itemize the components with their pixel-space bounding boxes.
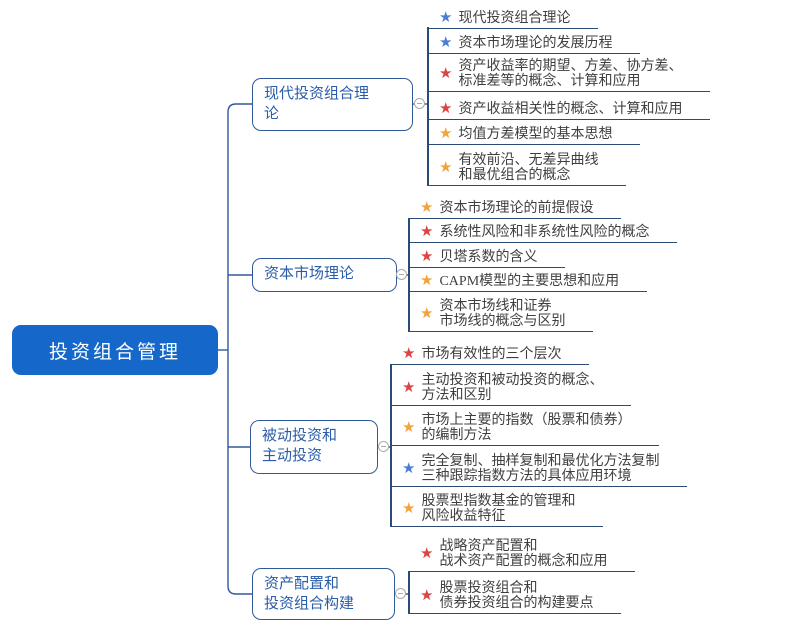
leaf-text: 有效前沿、无差异曲线	[458, 153, 599, 168]
star-icon: ★	[402, 379, 416, 396]
leaf-item[interactable]: ★ 股票投资组合和债券投资组合的构建要点	[408, 580, 622, 614]
leaf-item[interactable]: ★ 资产收益率的期望、方差、协方差、标准差等的概念、计算和应用	[427, 58, 711, 92]
leaf-text: 资产收益相关性的概念、计算和应用	[458, 102, 683, 117]
collapse-icon[interactable]	[396, 269, 407, 280]
collapse-icon[interactable]	[414, 98, 425, 109]
star-icon: ★	[402, 346, 416, 362]
leaf-item[interactable]: ★ 系统性风险和非系统性风险的概念	[408, 224, 678, 243]
star-icon: ★	[420, 545, 434, 562]
star-icon: ★	[420, 224, 434, 240]
leaf-text: 股票型指数基金的管理和	[421, 494, 576, 509]
star-icon: ★	[420, 200, 434, 216]
leaf-item[interactable]: ★ 均值方差模型的基本思想	[427, 126, 641, 145]
star-icon: ★	[402, 460, 416, 477]
star-icon: ★	[420, 249, 434, 265]
leaf-item[interactable]: ★ 资本市场理论的发展历程	[427, 35, 641, 54]
branch-label-line: 资本市场理论	[264, 266, 355, 282]
branch-node-asset-allocation-portfolio-construction[interactable]: 资产配置和 投资组合构建	[252, 568, 395, 620]
leaf-text: 均值方差模型的基本思想	[458, 127, 613, 142]
leaf-spine	[408, 218, 410, 331]
collapse-icon[interactable]	[395, 588, 406, 599]
leaf-spine	[427, 27, 429, 186]
leaf-item[interactable]: ★ 资产收益相关性的概念、计算和应用	[427, 101, 711, 120]
root-node[interactable]: 投资组合管理	[12, 325, 218, 375]
leaf-item[interactable]: ★ 战略资产配置和战术资产配置的概念和应用	[408, 538, 636, 572]
branch-label-line: 论	[264, 105, 280, 122]
leaf-item[interactable]: ★ 主动投资和被动投资的概念、方法和区别	[390, 372, 632, 406]
star-icon: ★	[420, 587, 434, 604]
leaf-item[interactable]: ★ 完全复制、抽样复制和最优化方法复制三种跟踪指数方法的具体应用环境	[390, 453, 688, 487]
leaf-text: 市场上主要的指数（股票和债券）	[421, 413, 632, 428]
branch-label-line: 被动投资和	[262, 428, 338, 444]
leaf-text: 贝塔系数的含义	[439, 250, 538, 265]
star-icon: ★	[420, 273, 434, 289]
star-icon: ★	[439, 10, 453, 26]
collapse-icon[interactable]	[378, 441, 389, 452]
leaf-spine	[408, 571, 410, 613]
leaf-item[interactable]: ★ 市场上主要的指数（股票和债券）的编制方法	[390, 412, 660, 446]
leaf-text: 资本市场理论的前提假设	[439, 201, 594, 216]
branch-node-modern-portfolio-theory[interactable]: 现代投资组合理 论	[252, 78, 413, 131]
leaf-item[interactable]: ★ CAPM模型的主要思想和应用	[408, 273, 648, 292]
star-icon: ★	[439, 126, 453, 142]
leaf-item[interactable]: ★ 市场有效性的三个层次	[390, 346, 590, 365]
leaf-text: 股票投资组合和	[439, 581, 538, 596]
star-icon: ★	[402, 419, 416, 436]
star-icon: ★	[439, 101, 453, 117]
star-icon: ★	[439, 65, 453, 82]
root-label: 投资组合管理	[48, 341, 181, 363]
leaf-text: 资本市场线和证券	[439, 299, 552, 314]
leaf-text: 资产收益率的期望、方差、协方差、	[458, 59, 683, 74]
star-icon: ★	[420, 305, 434, 322]
leaf-item[interactable]: ★ 现代投资组合理论	[427, 10, 599, 29]
star-icon: ★	[439, 35, 453, 51]
leaf-text: 完全复制、抽样复制和最优化方法复制	[421, 454, 660, 469]
leaf-text: 战略资产配置和	[439, 539, 538, 554]
branch-label-line: 现代投资组合理	[264, 86, 370, 102]
leaf-item[interactable]: ★ 资本市场线和证券市场线的概念与区别	[408, 298, 594, 332]
leaf-text: 现代投资组合理论	[458, 11, 571, 26]
star-icon: ★	[439, 159, 453, 176]
star-icon: ★	[402, 500, 416, 517]
leaf-item[interactable]: ★ 有效前沿、无差异曲线和最优组合的概念	[427, 152, 627, 186]
leaf-text: 市场有效性的三个层次	[421, 347, 562, 362]
leaf-text: 系统性风险和非系统性风险的概念	[439, 225, 650, 240]
branch-label-line: 资产配置和	[264, 576, 340, 592]
branch-node-capital-market-theory[interactable]: 资本市场理论	[252, 258, 397, 292]
leaf-text: 资本市场理论的发展历程	[458, 36, 613, 51]
leaf-text: 主动投资和被动投资的概念、	[421, 373, 604, 388]
branch-node-passive-active-investing[interactable]: 被动投资和 主动投资	[250, 420, 378, 474]
leaf-item[interactable]: ★ 股票型指数基金的管理和风险收益特征	[390, 493, 604, 527]
leaf-item[interactable]: ★ 贝塔系数的含义	[408, 249, 566, 268]
leaf-text: CAPM模型的主要思想和应用	[439, 274, 620, 289]
leaf-item[interactable]: ★ 资本市场理论的前提假设	[408, 200, 622, 219]
